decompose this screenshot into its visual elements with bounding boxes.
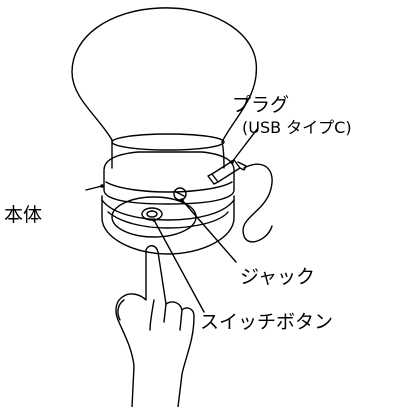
switch-button-graphic	[141, 207, 163, 221]
base-body	[101, 195, 235, 255]
upper-collar	[103, 151, 235, 205]
label-plug: プラグ	[232, 94, 290, 116]
usb-plug-graphic	[207, 159, 247, 185]
leader-switch	[153, 219, 205, 313]
label-jack: ジャック	[240, 266, 316, 288]
hand-graphic	[115, 245, 195, 407]
leader-body	[85, 185, 103, 191]
jack-graphic	[173, 187, 187, 201]
leader-jack	[181, 199, 237, 263]
bulb-glass	[71, 7, 258, 143]
label-switch-button: スイッチボタン	[200, 311, 334, 333]
usb-cable	[242, 163, 273, 243]
neck-ring-top	[111, 133, 225, 151]
label-plug-type: (USB タイプC)	[242, 118, 352, 137]
label-body: 本体	[4, 204, 43, 226]
leader-plug	[231, 127, 259, 163]
